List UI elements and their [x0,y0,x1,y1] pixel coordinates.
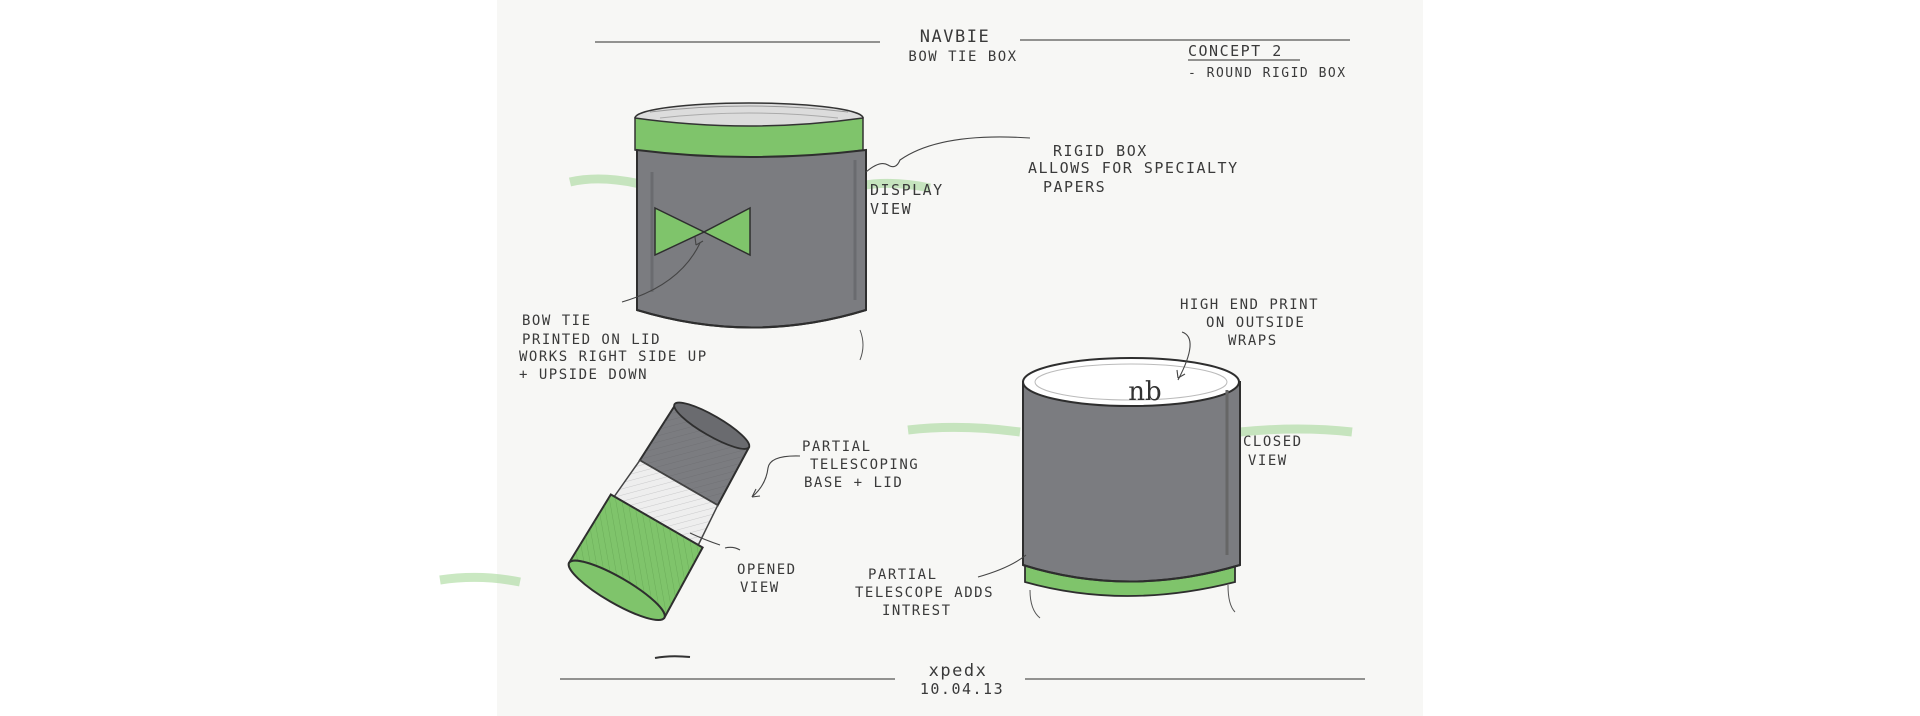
note-partial-telescope-2: TELESCOPE ADDS [855,585,994,601]
note-partial-telescoping-3: BASE + LID [804,475,903,491]
leader-lines-right [977,331,1191,578]
note-opened-view-2: VIEW [740,580,780,596]
opened-view-box [439,401,751,621]
note-high-end-3: WRAPS [1228,333,1278,349]
note-rigid-box-2: ALLOWS FOR SPECIALTY [1028,159,1239,177]
display-view-box [568,102,931,361]
note-bow-tie-3: WORKS RIGHT SIDE UP [519,349,708,365]
note-bow-tie-1: BOW TIE [522,313,592,329]
sketch-subtitle: BOW TIE BOX [908,49,1017,65]
note-closed-view-1: CLOSED [1243,434,1303,450]
note-partial-telescope-1: PARTIAL [868,567,938,583]
signature-mark [654,655,691,659]
leader-lines-bottom [689,455,801,551]
concept-title: CONCEPT 2 [1188,42,1283,60]
bow-tie-icon [654,206,751,257]
footer-signature: xpedx [929,661,988,681]
note-partial-telescope-3: INTREST [882,603,952,619]
note-partial-telescoping-1: PARTIAL [802,439,872,455]
concept-note: - ROUND RIGID BOX [1188,66,1347,81]
note-rigid-box-1: RIGID BOX [1053,142,1148,160]
footer-date: 10.04.13 [920,680,1004,698]
note-high-end-1: HIGH END PRINT [1180,297,1319,313]
brand-title: NAVBIE [920,27,990,47]
note-display-view-1: DISPLAY [870,181,944,199]
header-rules [560,39,1365,680]
note-closed-view-2: VIEW [1248,453,1288,469]
closed-view-box: nb [907,357,1353,619]
lid-logo: nb [1128,377,1161,407]
note-rigid-box-3: PAPERS [1043,178,1106,196]
leader-lines-top [621,136,1031,303]
note-opened-view-1: OPENED [737,562,797,578]
note-high-end-2: ON OUTSIDE [1206,315,1305,331]
note-bow-tie-2: PRINTED ON LID [522,332,661,348]
note-bow-tie-4: + UPSIDE DOWN [519,367,648,383]
note-partial-telescoping-2: TELESCOPING [810,457,919,473]
note-display-view-2: VIEW [870,200,912,218]
